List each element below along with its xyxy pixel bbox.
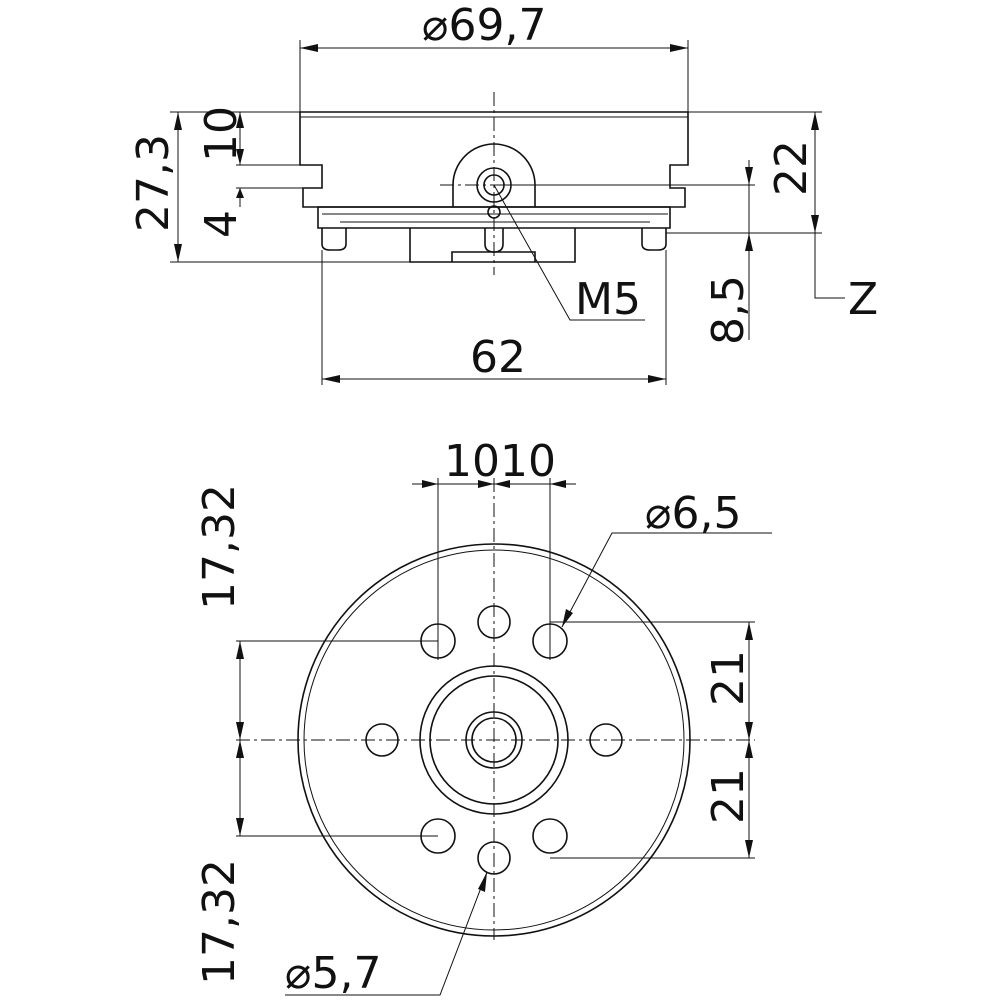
thread-label: M5 — [575, 274, 641, 325]
datum-z: Z — [814, 233, 878, 325]
side-center-boss — [409, 228, 576, 263]
base-width-value: 62 — [470, 332, 526, 383]
total-height-value: 27,3 — [128, 134, 179, 232]
svg-text:⌀6,5: ⌀6,5 — [645, 488, 741, 539]
hole-bottom-right — [532, 818, 568, 854]
hole-large-value: 6,5 — [672, 488, 742, 539]
callout-hole-small: ⌀5,7 — [285, 871, 488, 999]
step-height-value: 4 — [196, 210, 247, 238]
dim-top-height: 10 — [196, 106, 322, 166]
top-height-value: 10 — [196, 106, 247, 162]
dim-z-offset: 8,5 — [494, 160, 755, 345]
dim-height-to-z: 22 — [666, 111, 822, 234]
diameter-symbol: ⌀ — [285, 948, 312, 999]
z-offset-value: 8,5 — [703, 275, 754, 345]
spacing-left-value: 10 — [444, 436, 500, 487]
dim-base-width: 62 — [321, 250, 667, 385]
side-foot-left — [321, 228, 347, 251]
diameter-symbol: ⌀ — [422, 0, 449, 51]
dim-step-height: 4 — [196, 187, 303, 238]
side-view: ⌀69,7 27,3 10 4 — [128, 0, 878, 385]
dim-overall-diameter: ⌀69,7 — [299, 0, 689, 112]
side-foot-right — [641, 228, 667, 251]
dim-right-vertical: 21 21 — [550, 621, 755, 859]
vertical-upper-value: 21 — [703, 650, 754, 706]
left-lower-value: 17,32 — [194, 859, 245, 985]
thread-callout: M5 — [493, 184, 645, 325]
datum-z-label: Z — [848, 274, 878, 325]
side-lower-plate — [317, 206, 671, 229]
hole-small-value: 5,7 — [312, 948, 382, 999]
dim-left-vertical: 17,32 17,32 — [194, 484, 438, 985]
height-to-z-value: 22 — [766, 140, 817, 196]
svg-text:⌀69,7: ⌀69,7 — [422, 0, 546, 51]
callout-hole-large: ⌀6,5 — [561, 488, 772, 628]
dim-total-height: 27,3 — [128, 111, 410, 263]
svg-text:⌀5,7: ⌀5,7 — [285, 948, 381, 999]
top-view: 10 10 ⌀6,5 ⌀5,7 21 21 — [194, 436, 772, 999]
vertical-lower-value: 21 — [703, 768, 754, 824]
left-upper-value: 17,32 — [194, 484, 245, 610]
overall-diameter-value: 69,7 — [449, 0, 547, 51]
diameter-symbol: ⌀ — [645, 488, 672, 539]
dim-hole-spacing: 10 10 — [412, 436, 576, 488]
spacing-right-value: 10 — [500, 436, 556, 487]
